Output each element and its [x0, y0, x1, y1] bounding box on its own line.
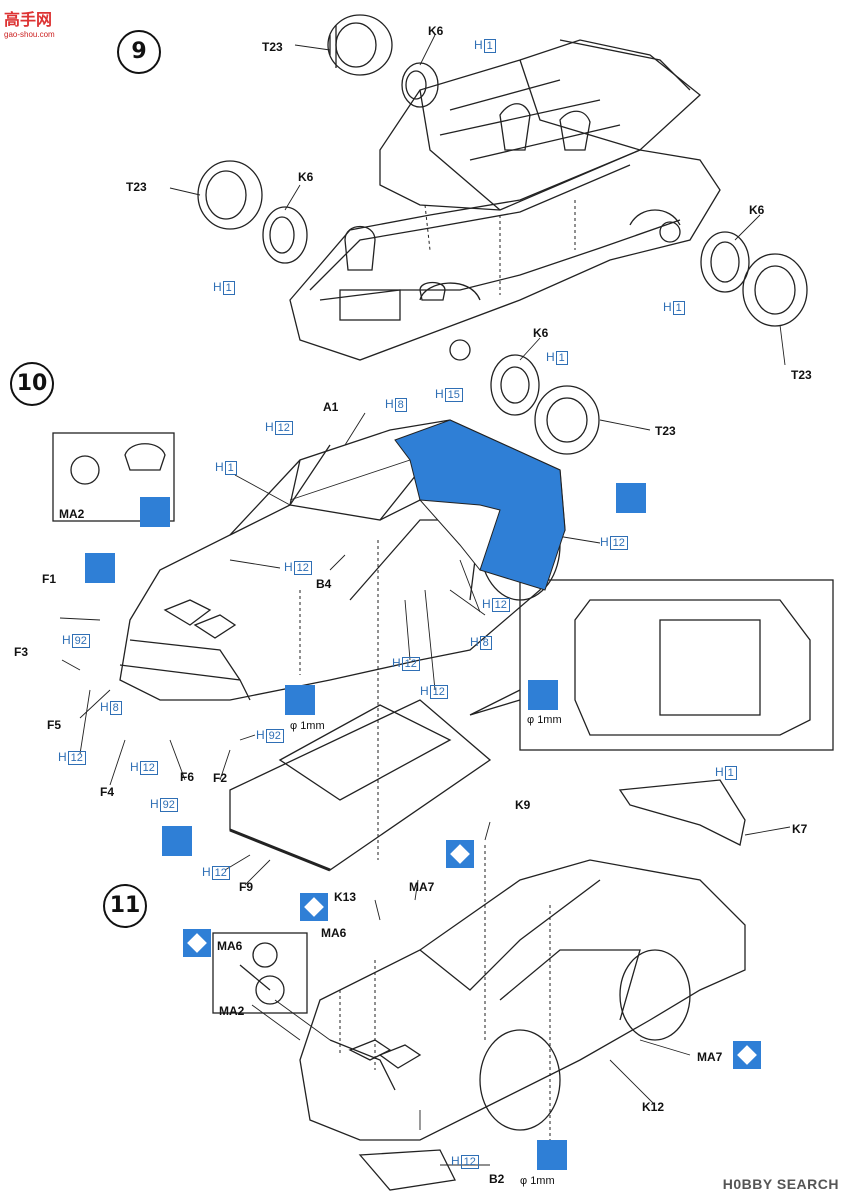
- part-a1: A1: [323, 400, 339, 414]
- part-f6: F6: [180, 770, 195, 784]
- step-9: 9: [117, 30, 161, 74]
- part-t23-a: T23: [262, 40, 283, 54]
- part-f2: F2: [213, 771, 228, 785]
- part-t23-b: T23: [126, 180, 147, 194]
- paint-icon: [616, 483, 646, 513]
- watermark: H0BBY SEARCH: [722, 1176, 839, 1192]
- part-k12: K12: [642, 1100, 665, 1114]
- part-k13: K13: [334, 890, 357, 904]
- part-f4: F4: [100, 785, 115, 799]
- part-f9: F9: [239, 880, 254, 894]
- part-k6-b: K6: [298, 170, 314, 184]
- site-logo: 高手网 gao-shou.com: [4, 12, 55, 39]
- part-f1: F1: [42, 572, 57, 586]
- part-ma7-a: MA7: [409, 880, 435, 894]
- decal-icon: [446, 840, 474, 868]
- part-ma2-b: MA2: [219, 1004, 245, 1018]
- part-ma6-b: MA6: [217, 939, 243, 953]
- drill-size-label: φ 1mm: [290, 720, 325, 732]
- drill-icon: [528, 680, 558, 710]
- paint-icon: [85, 553, 115, 583]
- part-ma7-b: MA7: [697, 1050, 723, 1064]
- decal-icon: [733, 1041, 761, 1069]
- decal-icon: [183, 929, 211, 957]
- part-f5: F5: [47, 718, 62, 732]
- drill-size-label: φ 1mm: [527, 714, 562, 726]
- step-10: 10: [10, 362, 54, 406]
- part-k6-d: K6: [533, 326, 549, 340]
- drill-size-label: φ 1mm: [520, 1175, 555, 1187]
- drill-icon: [285, 685, 315, 715]
- decal-icon: [300, 893, 328, 921]
- chassis-step9: [197, 14, 808, 455]
- part-t23-c: T23: [791, 368, 812, 382]
- step-11: 11: [103, 884, 147, 928]
- paint-icon: [162, 826, 192, 856]
- body-step11: [212, 779, 746, 1191]
- part-k7: K7: [792, 822, 808, 836]
- part-ma2-a: MA2: [59, 507, 85, 521]
- paint-icon: [140, 497, 170, 527]
- part-k9: K9: [515, 798, 531, 812]
- part-ma6-a: MA6: [321, 926, 347, 940]
- part-b2: B2: [489, 1172, 505, 1186]
- part-b4: B4: [316, 577, 332, 591]
- part-f3: F3: [14, 645, 29, 659]
- part-k6-a: K6: [428, 24, 444, 38]
- drill-icon: [537, 1140, 567, 1170]
- part-t23-d: T23: [655, 424, 676, 438]
- part-k6-c: K6: [749, 203, 765, 217]
